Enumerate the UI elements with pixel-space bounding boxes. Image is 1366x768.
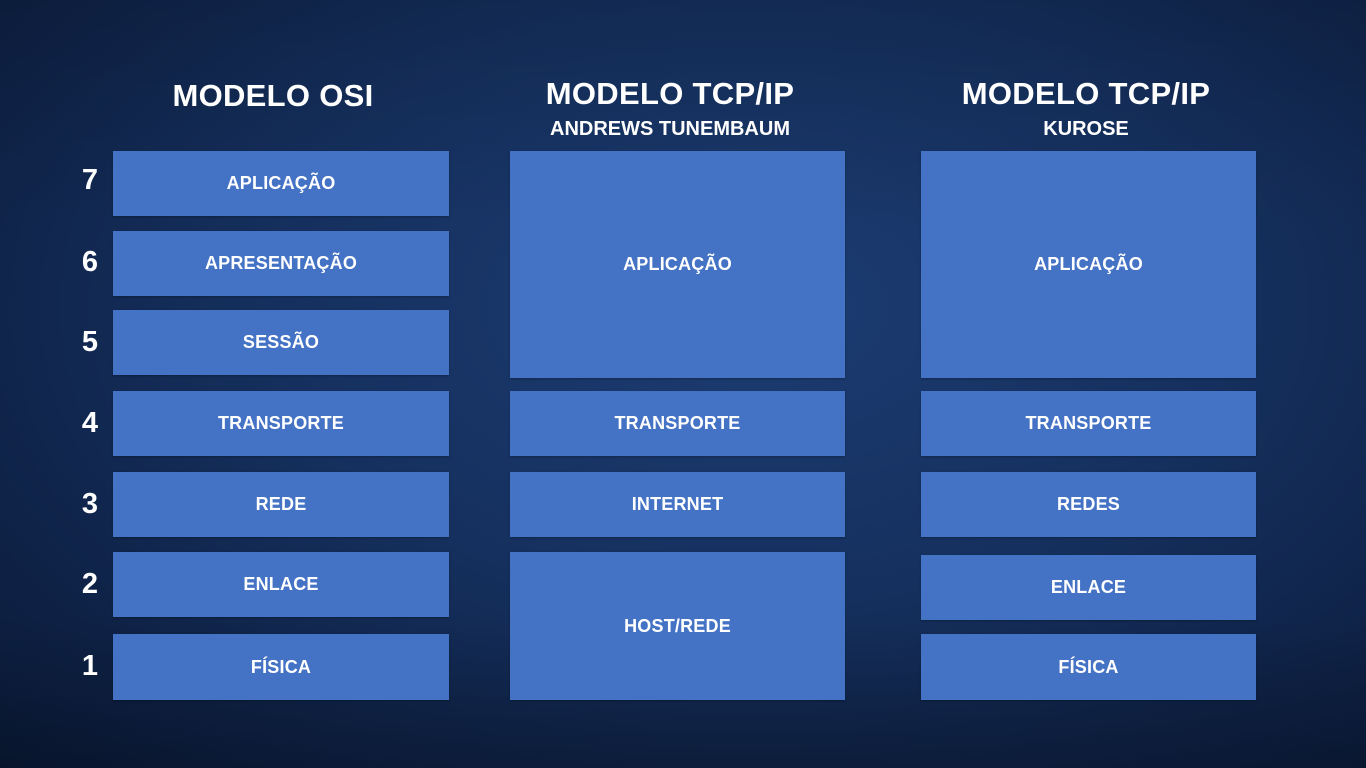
layer-number-1: 1 — [81, 650, 99, 682]
layer-number-7: 7 — [81, 164, 99, 196]
osi-layer-network: REDE — [113, 472, 449, 537]
osi-layer-presentation: APRESENTAÇÃO — [113, 231, 449, 296]
osi-layer-link: ENLACE — [113, 552, 449, 617]
layer-number-6: 6 — [81, 246, 99, 278]
osi-layer-transport: TRANSPORTE — [113, 391, 449, 456]
tanenbaum-title: MODELO TCP/IP — [545, 76, 795, 111]
tanenbaum-layer-internet: INTERNET — [510, 472, 845, 537]
kurose-layer-physical: FÍSICA — [921, 634, 1256, 700]
kurose-layer-transport: TRANSPORTE — [921, 391, 1256, 456]
tanenbaum-layer-host-network: HOST/REDE — [510, 552, 845, 700]
tanenbaum-layer-application: APLICAÇÃO — [510, 151, 845, 378]
layer-number-2: 2 — [81, 568, 99, 600]
kurose-subtitle: KUROSE — [1043, 118, 1129, 140]
kurose-title: MODELO TCP/IP — [961, 76, 1211, 111]
osi-layer-physical: FÍSICA — [113, 634, 449, 700]
kurose-layer-networks: REDES — [921, 472, 1256, 537]
tanenbaum-subtitle: ANDREWS TUNEMBAUM — [550, 118, 790, 140]
kurose-layer-application: APLICAÇÃO — [921, 151, 1256, 378]
osi-layer-session: SESSÃO — [113, 310, 449, 375]
tanenbaum-layer-transport: TRANSPORTE — [510, 391, 845, 456]
layer-number-3: 3 — [81, 488, 99, 520]
kurose-layer-link: ENLACE — [921, 555, 1256, 620]
osi-layer-application: APLICAÇÃO — [113, 151, 449, 216]
layer-number-4: 4 — [81, 407, 99, 439]
osi-title: MODELO OSI — [172, 78, 374, 113]
layer-number-5: 5 — [81, 326, 99, 358]
